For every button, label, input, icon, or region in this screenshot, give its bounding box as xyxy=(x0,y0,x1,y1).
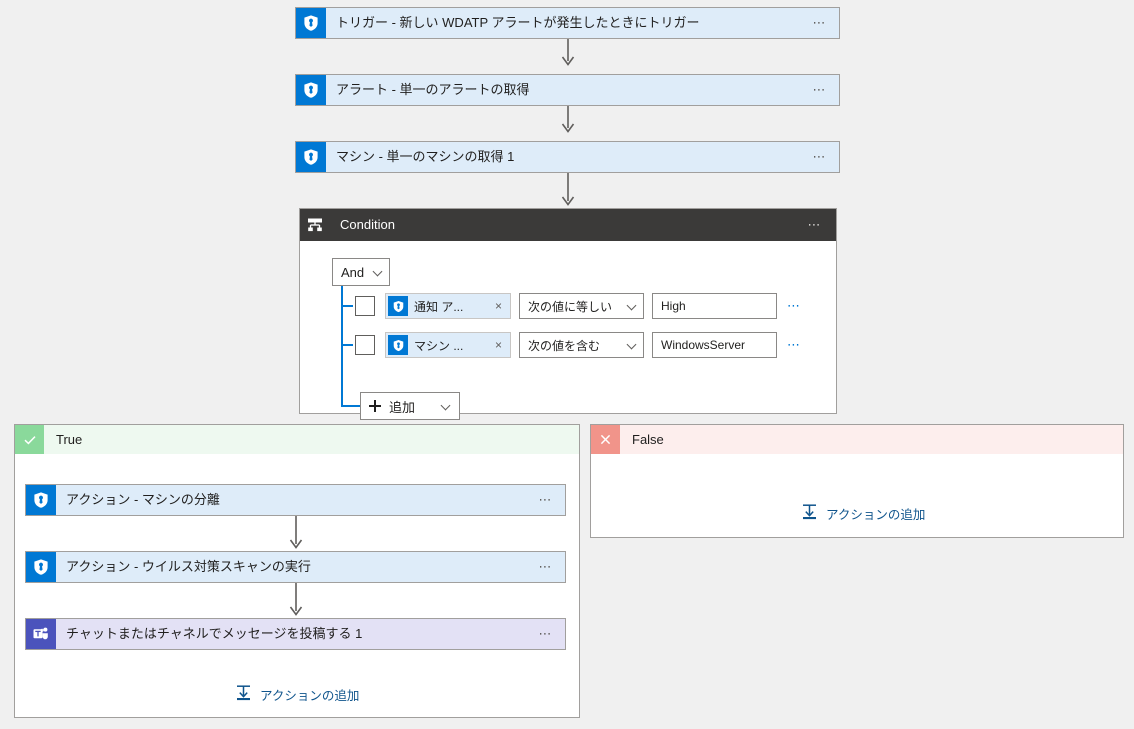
condition-row: マシン ... × 次の値を含む WindowsServer ⋯ xyxy=(355,332,802,358)
step-card-trigger[interactable]: トリガー - 新しい WDATP アラートが発生したときにトリガー ⋯ xyxy=(295,7,840,39)
connector-arrow xyxy=(558,39,578,67)
connector-arrow xyxy=(558,173,578,207)
step-title: アクション - ウイルス対策スキャンの実行 xyxy=(66,559,311,574)
branch-true-label: True xyxy=(56,432,83,447)
step-menu-button[interactable]: ⋯ xyxy=(538,559,553,574)
chevron-down-icon xyxy=(628,302,637,311)
step-menu-button[interactable]: ⋯ xyxy=(538,492,553,507)
branch-false-label: False xyxy=(632,432,664,447)
teams-icon xyxy=(26,619,56,649)
wdatp-shield-icon xyxy=(388,296,408,316)
token-chip: 通知 ア... × xyxy=(386,294,510,318)
condition-row: 通知 ア... × 次の値に等しい High ⋯ xyxy=(355,293,802,319)
condition-scope: Condition ⋯ And xyxy=(299,208,837,420)
branch-true-header: True xyxy=(15,425,579,454)
connector-arrow xyxy=(286,583,306,617)
condition-title: Condition xyxy=(340,217,395,232)
step-menu-button[interactable]: ⋯ xyxy=(812,82,827,97)
logic-operator-value: And xyxy=(341,264,365,280)
token-label: 通知 ア... xyxy=(414,299,464,314)
condition-row-checkbox[interactable] xyxy=(355,296,375,316)
token-label: マシン ... xyxy=(414,338,464,353)
condition-tree-branch xyxy=(341,405,363,407)
step-menu-button[interactable]: ⋯ xyxy=(812,15,827,30)
wdatp-shield-icon xyxy=(388,335,408,355)
connector-arrow xyxy=(558,106,578,134)
chevron-down-icon xyxy=(374,268,383,277)
step-card-post-teams-message[interactable]: チャットまたはチャネルでメッセージを投稿する 1 ⋯ xyxy=(25,618,566,650)
condition-value-input[interactable]: WindowsServer xyxy=(652,332,777,358)
logic-operator-select[interactable]: And xyxy=(332,258,390,286)
step-card-get-machine[interactable]: マシン - 単一のマシンの取得 1 ⋯ xyxy=(295,141,840,173)
condition-value-token[interactable]: マシン ... × xyxy=(385,332,511,358)
step-title: チャットまたはチャネルでメッセージを投稿する 1 xyxy=(66,626,363,641)
condition-row-checkbox[interactable] xyxy=(355,335,375,355)
step-card-run-antivirus-scan[interactable]: アクション - ウイルス対策スキャンの実行 ⋯ xyxy=(25,551,566,583)
condition-tree-branch xyxy=(341,305,353,307)
condition-control-icon xyxy=(300,210,330,240)
add-step-icon xyxy=(800,502,819,524)
step-menu-button[interactable]: ⋯ xyxy=(812,149,827,164)
condition-operator-select[interactable]: 次の値を含む xyxy=(519,332,644,358)
condition-operator-value: 次の値に等しい xyxy=(528,299,613,314)
condition-tree-trunk xyxy=(341,286,343,406)
close-icon xyxy=(591,425,620,454)
add-action-link-false[interactable]: アクションの追加 xyxy=(800,502,925,524)
step-card-get-alert[interactable]: アラート - 単一のアラートの取得 ⋯ xyxy=(295,74,840,106)
branch-false-header: False xyxy=(591,425,1123,454)
chevron-down-icon xyxy=(442,402,451,411)
wdatp-shield-icon xyxy=(26,485,56,515)
step-card-isolate-machine[interactable]: アクション - マシンの分離 ⋯ xyxy=(25,484,566,516)
wdatp-shield-icon xyxy=(296,75,326,105)
step-title: トリガー - 新しい WDATP アラートが発生したときにトリガー xyxy=(336,15,700,30)
condition-value-input[interactable]: High xyxy=(652,293,777,319)
add-action-link-true[interactable]: アクションの追加 xyxy=(234,683,359,705)
condition-operator-value: 次の値を含む xyxy=(528,338,601,353)
condition-menu-button[interactable]: ⋯ xyxy=(807,217,822,232)
add-step-icon xyxy=(234,683,253,705)
token-chip: マシン ... × xyxy=(386,333,510,357)
branch-false: False アクションの追加 xyxy=(590,424,1124,538)
plus-icon xyxy=(369,400,381,412)
condition-tree-branch xyxy=(341,344,353,346)
add-condition-button[interactable]: 追加 xyxy=(360,392,460,420)
condition-operator-select[interactable]: 次の値に等しい xyxy=(519,293,644,319)
wdatp-shield-icon xyxy=(296,142,326,172)
wdatp-shield-icon xyxy=(296,8,326,38)
step-menu-button[interactable]: ⋯ xyxy=(538,626,553,641)
condition-row-menu-button[interactable]: ⋯ xyxy=(787,337,802,352)
branch-true: True アクション - マシンの分離 ⋯ xyxy=(14,424,580,718)
add-action-label: アクションの追加 xyxy=(260,688,360,703)
condition-value-token[interactable]: 通知 ア... × xyxy=(385,293,511,319)
step-title: アクション - マシンの分離 xyxy=(66,492,220,507)
step-title: マシン - 単一のマシンの取得 1 xyxy=(336,149,515,164)
chevron-down-icon xyxy=(628,341,637,350)
token-remove-icon[interactable]: × xyxy=(494,338,502,352)
checkmark-icon xyxy=(15,425,44,454)
step-title: アラート - 単一のアラートの取得 xyxy=(336,82,530,97)
condition-header[interactable]: Condition ⋯ xyxy=(300,209,836,241)
condition-row-menu-button[interactable]: ⋯ xyxy=(787,298,802,313)
wdatp-shield-icon xyxy=(26,552,56,582)
add-action-label: アクションの追加 xyxy=(826,507,926,522)
add-condition-label: 追加 xyxy=(389,399,416,415)
token-remove-icon[interactable]: × xyxy=(494,299,502,313)
connector-arrow xyxy=(286,516,306,550)
